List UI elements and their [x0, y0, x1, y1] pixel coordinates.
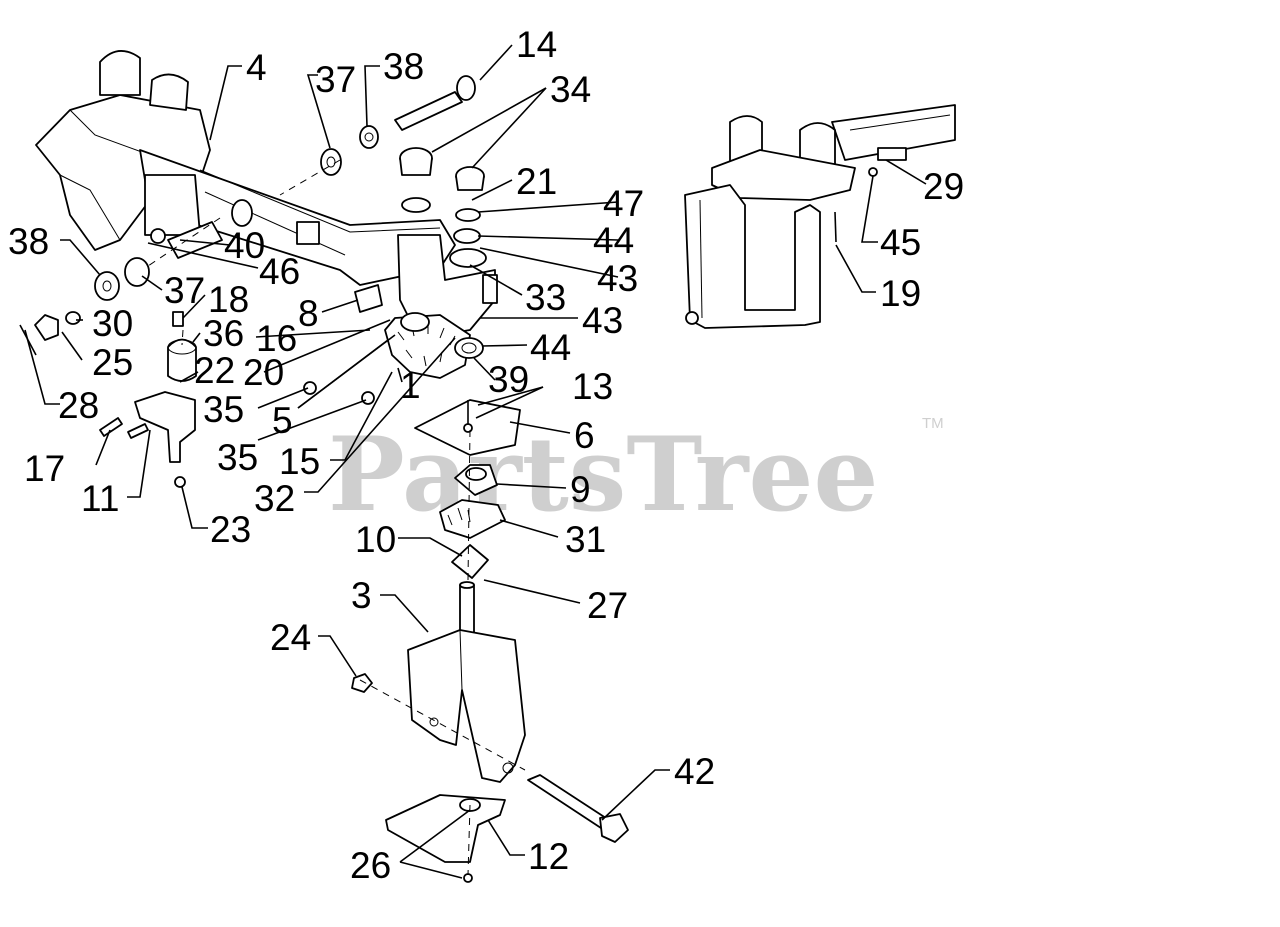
callout-38b: 38 [8, 221, 49, 262]
callout-labels: 14 4 37 38 34 21 47 44 43 33 43 44 39 13… [8, 24, 964, 886]
callout-15: 15 [279, 441, 320, 482]
callout-44b: 44 [530, 327, 571, 368]
callout-20: 20 [243, 352, 284, 393]
callout-29: 29 [923, 166, 964, 207]
callout-1: 1 [400, 365, 421, 406]
leader-lines [24, 44, 927, 879]
callout-34: 34 [550, 69, 591, 110]
callout-9: 9 [570, 469, 591, 510]
callout-12: 12 [528, 836, 569, 877]
callout-37b: 37 [164, 270, 205, 311]
callout-23: 23 [210, 509, 251, 550]
callout-17: 17 [24, 448, 65, 489]
callout-43: 43 [597, 258, 638, 299]
callout-16: 16 [256, 318, 297, 359]
callout-46: 46 [259, 251, 300, 292]
callout-21: 21 [516, 161, 557, 202]
callout-22: 22 [194, 350, 235, 391]
callout-18: 18 [208, 279, 249, 320]
callout-40: 40 [224, 225, 265, 266]
callout-8: 8 [298, 293, 319, 334]
callout-37: 37 [315, 59, 356, 100]
callout-11: 11 [81, 478, 119, 519]
callout-30: 30 [92, 303, 133, 344]
callout-10: 10 [355, 519, 396, 560]
callout-31: 31 [565, 519, 606, 560]
callout-39: 39 [488, 359, 529, 400]
callout-13: 13 [572, 366, 613, 407]
callout-38: 38 [383, 46, 424, 87]
callout-44: 44 [593, 220, 634, 261]
callout-5: 5 [272, 400, 293, 441]
watermark-text: PartsTree [328, 415, 878, 535]
callout-26: 26 [350, 845, 391, 886]
callout-4: 4 [246, 47, 267, 88]
callout-28: 28 [58, 385, 99, 426]
callout-24: 24 [270, 617, 311, 658]
callout-3: 3 [351, 575, 372, 616]
callout-27: 27 [587, 585, 628, 626]
callout-32: 32 [254, 478, 295, 519]
main-assembly-drawing [19, 50, 629, 883]
callout-33: 33 [525, 277, 566, 318]
inset-assembly-drawing [684, 104, 956, 329]
callout-14: 14 [516, 24, 557, 65]
callout-25: 25 [92, 342, 133, 383]
callout-36: 36 [203, 313, 244, 354]
callout-45: 45 [880, 222, 921, 263]
callout-19: 19 [880, 273, 921, 314]
callout-35b: 35 [217, 437, 258, 478]
callout-35: 35 [203, 389, 244, 430]
callout-47: 47 [603, 183, 644, 224]
callout-6: 6 [574, 415, 595, 456]
watermark-trademark: TM [922, 415, 944, 432]
callout-42: 42 [674, 751, 715, 792]
callout-43b: 43 [582, 300, 623, 341]
